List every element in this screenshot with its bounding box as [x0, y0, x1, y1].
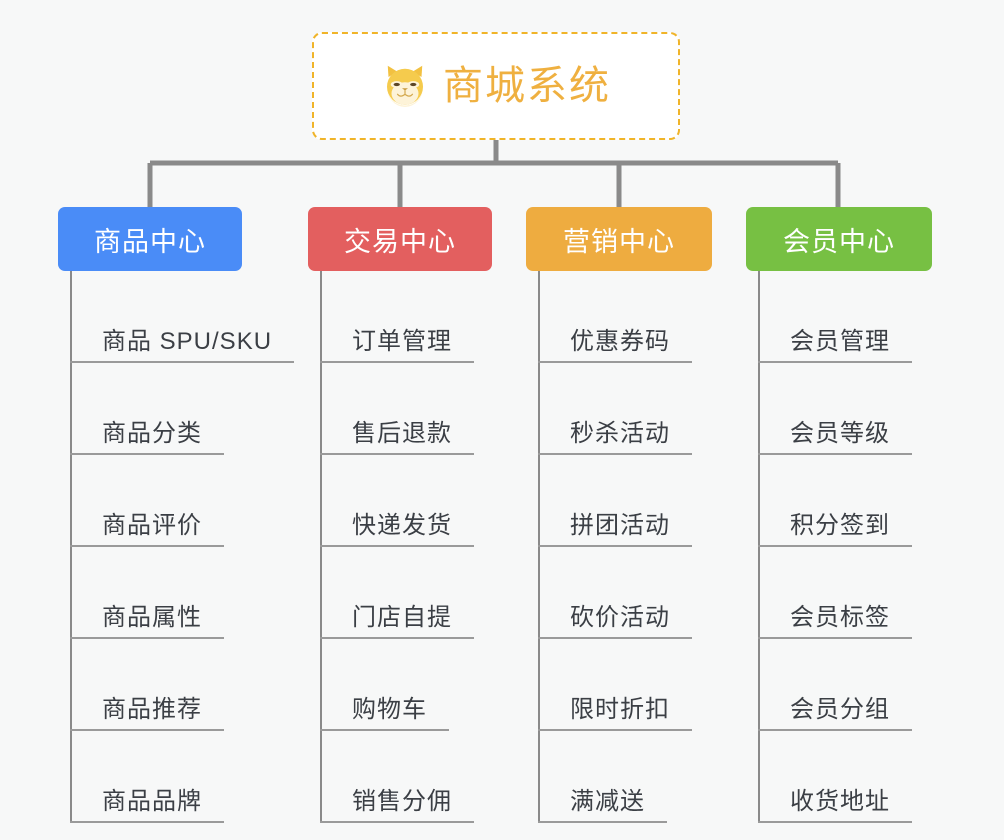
- leaf-item[interactable]: 限时折扣: [538, 639, 692, 731]
- leaf-label: 秒杀活动: [570, 420, 670, 447]
- leaf-item[interactable]: 会员分组: [758, 639, 912, 731]
- category-node-0[interactable]: 商品中心: [58, 207, 242, 271]
- leaf-item[interactable]: 会员标签: [758, 547, 912, 639]
- leaf-item[interactable]: 商品 SPU/SKU: [70, 271, 295, 363]
- category-node-2[interactable]: 营销中心: [526, 207, 712, 271]
- root-node[interactable]: 商城系统: [312, 32, 680, 140]
- leaf-item[interactable]: 会员等级: [758, 363, 912, 455]
- leaf-label: 门店自提: [352, 604, 452, 631]
- leaf-item[interactable]: 收货地址: [758, 731, 912, 823]
- leaf-label: 砍价活动: [570, 604, 670, 631]
- leaf-label: 商品属性: [102, 604, 202, 631]
- leaf-label: 商品评价: [102, 512, 202, 539]
- leaf-label: 订单管理: [352, 328, 452, 355]
- leaf-label: 积分签到: [790, 512, 890, 539]
- leaf-label: 购物车: [352, 696, 427, 723]
- leaf-item[interactable]: 满减送: [538, 731, 667, 823]
- leaf-label: 满减送: [570, 788, 645, 815]
- leaf-label: 收货地址: [790, 788, 890, 815]
- leaf-label: 拼团活动: [570, 512, 670, 539]
- leaf-label: 优惠券码: [570, 328, 670, 355]
- category-label-3: 会员中心: [783, 226, 895, 257]
- leaf-label: 商品推荐: [102, 696, 202, 723]
- leaf-item[interactable]: 商品品牌: [70, 731, 224, 823]
- leaf-item[interactable]: 商品推荐: [70, 639, 224, 731]
- leaf-item[interactable]: 商品评价: [70, 455, 224, 547]
- leaf-label: 商品分类: [102, 420, 202, 447]
- root-title: 商城系统: [443, 64, 611, 108]
- leaf-item[interactable]: 售后退款: [320, 363, 474, 455]
- leaf-label: 快递发货: [352, 512, 452, 539]
- leaf-item[interactable]: 积分签到: [758, 455, 912, 547]
- leaf-item[interactable]: 销售分佣: [320, 731, 474, 823]
- leaf-item[interactable]: 砍价活动: [538, 547, 692, 639]
- leaf-label: 会员标签: [790, 604, 890, 631]
- category-label-2: 营销中心: [563, 226, 675, 257]
- leaf-item[interactable]: 购物车: [320, 639, 449, 731]
- leaf-item[interactable]: 订单管理: [320, 271, 474, 363]
- leaf-item[interactable]: 商品属性: [70, 547, 224, 639]
- leaf-label: 商品 SPU/SKU: [102, 328, 273, 355]
- leaf-label: 会员管理: [790, 328, 890, 355]
- category-label-0: 商品中心: [94, 226, 206, 257]
- leaf-label: 会员分组: [790, 696, 890, 723]
- leaf-label: 销售分佣: [352, 788, 452, 815]
- category-label-1: 交易中心: [344, 226, 456, 257]
- leaf-item[interactable]: 拼团活动: [538, 455, 692, 547]
- category-node-3[interactable]: 会员中心: [746, 207, 932, 271]
- shiba-dog-icon: [387, 65, 423, 107]
- leaf-item[interactable]: 优惠券码: [538, 271, 692, 363]
- leaf-item[interactable]: 商品分类: [70, 363, 224, 455]
- leaf-item[interactable]: 秒杀活动: [538, 363, 692, 455]
- leaf-label: 限时折扣: [570, 696, 670, 723]
- category-node-1[interactable]: 交易中心: [308, 207, 492, 271]
- leaf-item[interactable]: 会员管理: [758, 271, 912, 363]
- leaf-item[interactable]: 门店自提: [320, 547, 474, 639]
- leaf-label: 商品品牌: [102, 788, 202, 815]
- leaf-label: 售后退款: [352, 420, 452, 447]
- leaf-label: 会员等级: [790, 420, 890, 447]
- leaf-item[interactable]: 快递发货: [320, 455, 474, 547]
